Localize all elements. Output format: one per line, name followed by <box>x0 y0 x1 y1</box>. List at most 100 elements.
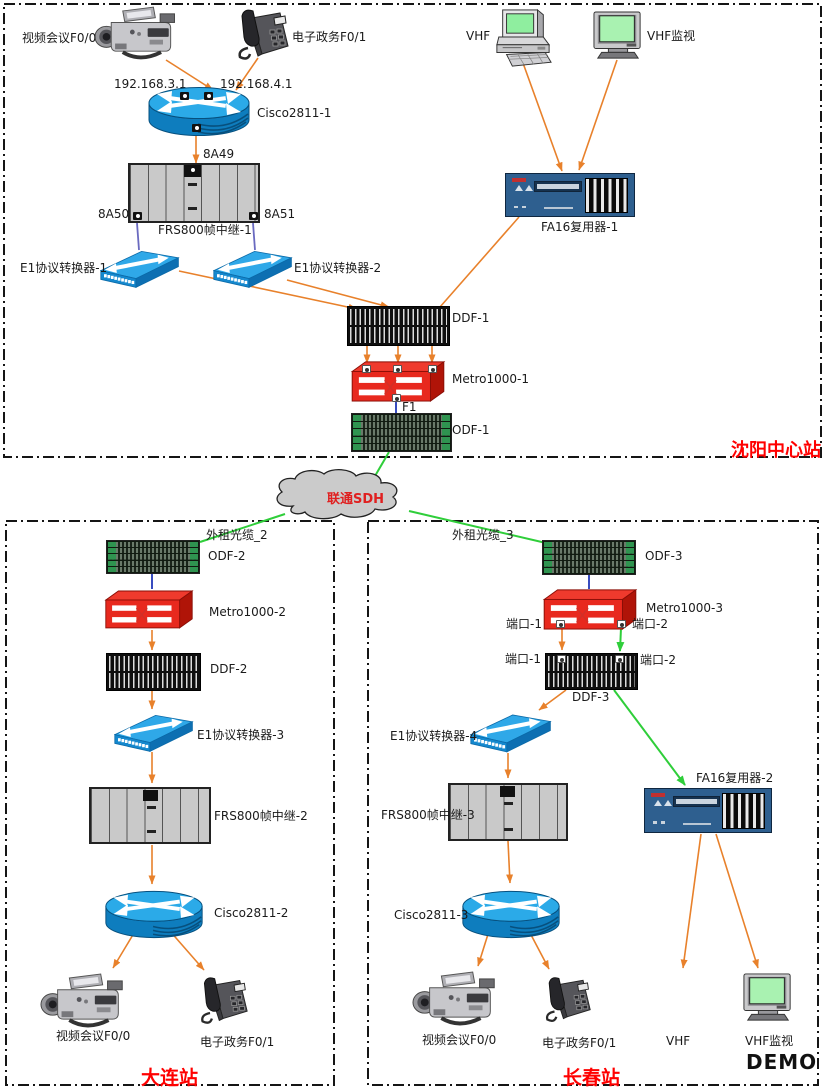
metro1-port-bottom <box>392 394 401 402</box>
fa16-card-cage <box>722 793 765 829</box>
node-router-cisco2811-2[interactable] <box>101 888 207 940</box>
node-ddf-2[interactable] <box>106 653 201 691</box>
node-camera-changchun[interactable] <box>412 970 506 1027</box>
link-metro3-ddf3-port2[interactable] <box>616 627 625 652</box>
odf-row <box>108 560 198 566</box>
node-e1-converter-1[interactable] <box>100 248 180 290</box>
label-vhf-changchun: VHF <box>666 1034 691 1048</box>
link-odf1-cloud[interactable] <box>374 451 390 477</box>
label-fiber-dalian: 外租光缆_2 <box>206 528 268 542</box>
ddf-row <box>109 656 198 671</box>
link-e1-2-ddf1[interactable] <box>286 279 390 309</box>
link-fa16-2-vhf[interactable] <box>680 833 702 969</box>
label-odf-2: ODF-2 <box>208 549 246 563</box>
node-odf-1[interactable] <box>351 413 452 452</box>
router1-port-bottom <box>192 124 201 132</box>
label-metro1000-1: Metro1000-1 <box>452 372 529 386</box>
link-8a50-e1-1[interactable] <box>136 222 140 251</box>
frs2-port-block <box>143 790 158 801</box>
node-phone-changchun[interactable] <box>540 974 594 1024</box>
node-ddf-1[interactable] <box>347 306 450 346</box>
router-icon <box>462 890 560 939</box>
label-camera-shenyang: 视频会议F0/0 <box>22 31 97 45</box>
odf-row <box>353 429 450 436</box>
label-phone-changchun: 电子政务F0/1 <box>542 1036 617 1050</box>
label-odf-1: ODF-1 <box>452 423 490 437</box>
node-odf-3[interactable] <box>542 540 636 575</box>
camcorder-icon <box>94 5 177 60</box>
metro1-port-c <box>428 365 437 373</box>
e1-converter-icon <box>100 249 180 290</box>
station-name-shenyang: 沈阳中心站 <box>731 440 821 461</box>
ddf-row <box>548 672 635 687</box>
node-e1-converter-2[interactable] <box>213 248 293 290</box>
label-ddf-1: DDF-1 <box>452 311 490 325</box>
fa16-logo <box>512 177 527 182</box>
link-router3-phone3[interactable] <box>528 930 550 970</box>
label-router-shenyang: Cisco2811-1 <box>257 106 332 120</box>
node-odf-2[interactable] <box>106 540 200 574</box>
odf-row <box>353 443 450 451</box>
label-e1-converter-2: E1协议转换器-2 <box>294 261 382 275</box>
link-fa16-2-vhfmon[interactable] <box>715 833 759 969</box>
metro3-port-1 <box>556 620 565 628</box>
e1-converter-icon <box>114 713 194 754</box>
odf-row <box>353 422 450 429</box>
link-ddf3-e1-4[interactable] <box>538 689 567 711</box>
node-vhf-workstation[interactable] <box>494 8 552 68</box>
fa16-leds <box>513 205 527 209</box>
node-vhf-monitor-shenyang[interactable] <box>592 11 644 61</box>
frs1-port-8a51 <box>249 212 258 220</box>
fa16-slot <box>672 795 721 807</box>
link-frs3-router3[interactable] <box>506 840 514 884</box>
label-camera-changchun: 视频会议F0/0 <box>422 1033 497 1047</box>
node-fa16-multiplexer-1[interactable] <box>505 173 635 217</box>
node-camera-shenyang[interactable] <box>94 4 186 62</box>
link-router3-camera3[interactable] <box>477 930 490 967</box>
metro3-port-2 <box>617 620 626 628</box>
node-e1-converter-3[interactable] <box>114 712 194 754</box>
node-router-cisco2811-3[interactable] <box>458 888 564 940</box>
odf-row <box>108 548 198 554</box>
node-phone-shenyang[interactable] <box>234 6 290 62</box>
ddf3-port-2 <box>615 655 624 663</box>
link-vhf-fa16-1[interactable] <box>522 62 563 172</box>
odf-row <box>353 436 450 443</box>
label-metro3-port-1: 端口-1 <box>506 617 542 631</box>
label-fa16-2: FA16复用器-2 <box>696 771 774 785</box>
label-metro3-port-2: 端口-2 <box>632 617 668 631</box>
odf-row <box>544 548 634 554</box>
label-e1-converter-3: E1协议转换器-3 <box>197 728 285 742</box>
node-camera-dalian[interactable] <box>40 972 134 1029</box>
node-phone-dalian[interactable] <box>197 974 249 1026</box>
ddf-row <box>350 309 447 325</box>
router-icon <box>105 890 203 939</box>
monitor-icon <box>593 11 641 59</box>
label-router-changchun: Cisco2811-3 <box>394 908 469 922</box>
phone-icon <box>238 8 290 60</box>
node-e1-converter-4[interactable] <box>470 712 552 754</box>
node-vhf-monitor-changchun[interactable] <box>742 972 794 1024</box>
frs1-port-8a49 <box>188 166 197 174</box>
link-8a51-e1-2[interactable] <box>252 222 256 251</box>
link-camera1-router1[interactable] <box>165 59 214 91</box>
node-fa16-multiplexer-2[interactable] <box>644 788 772 833</box>
e1-converter-icon <box>470 712 552 754</box>
frs1-dash-1 <box>188 183 197 186</box>
link-cloud-odf3[interactable] <box>408 510 547 544</box>
link-cloud-odf2[interactable] <box>199 513 286 543</box>
link-phone1-router1[interactable] <box>235 57 259 91</box>
workstation-icon <box>496 9 552 67</box>
monitor-icon <box>743 973 791 1021</box>
link-ddf3-fa16-2[interactable] <box>613 689 686 786</box>
fa16-brand-mark <box>682 822 711 826</box>
link-router2-phone2[interactable] <box>168 929 205 971</box>
link-fa16-1-ddf1[interactable] <box>439 216 520 308</box>
link-e1-1-ddf1[interactable] <box>178 270 358 311</box>
label-e1-converter-4: E1协议转换器-4 <box>390 729 478 743</box>
node-metro1000-2[interactable] <box>104 588 194 630</box>
camcorder-icon <box>412 970 497 1026</box>
odf-row <box>544 567 634 574</box>
link-vhfmon-fa16-1[interactable] <box>578 59 618 171</box>
